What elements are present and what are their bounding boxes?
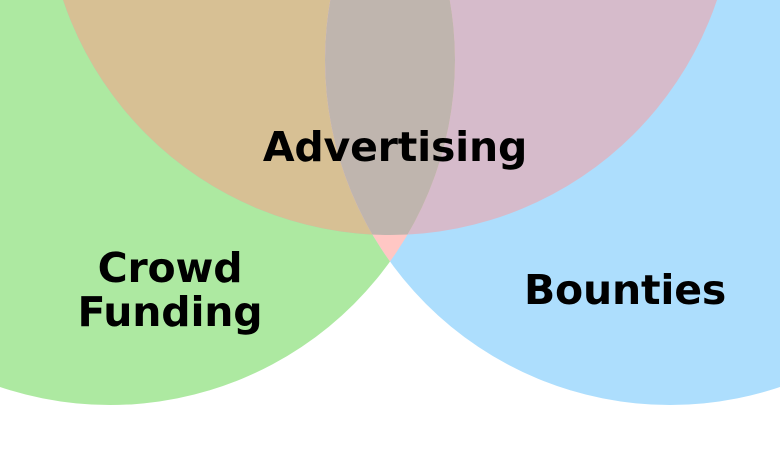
set-label-advertising: Advertising: [262, 123, 528, 171]
set-label-crowd-funding: Crowd Funding: [77, 244, 263, 337]
set-label-bounties: Bounties: [523, 266, 727, 314]
